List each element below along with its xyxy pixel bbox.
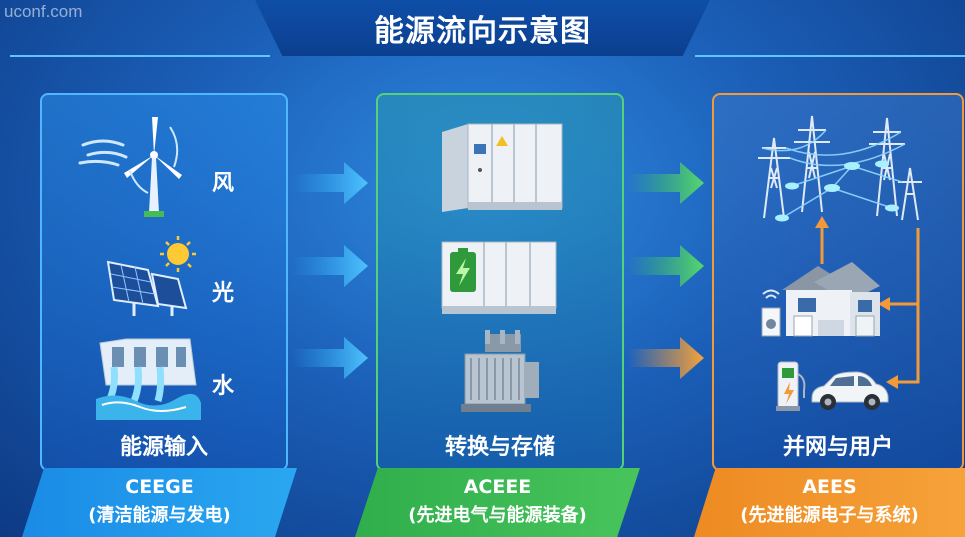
title-bar xyxy=(255,0,710,56)
arrow-water-to-storage xyxy=(292,337,368,379)
solar-panel-icon xyxy=(106,236,196,316)
footer-aceee: ACEEE (先进电气与能源装备) xyxy=(355,468,640,537)
switchgear-cabinet-icon xyxy=(442,123,563,212)
hydro-dam-icon xyxy=(96,338,201,420)
arrow-storage-to-grid-1 xyxy=(628,162,704,204)
footer-code: CEEGE xyxy=(125,476,194,498)
panel-title-energy-input: 能源输入 xyxy=(119,435,208,460)
ev-charger-icon xyxy=(776,361,806,411)
label-solar: 光 xyxy=(212,281,235,306)
arrow-wind-to-storage xyxy=(292,162,368,204)
transformer-icon xyxy=(461,330,539,412)
footer-ceege: CEEGE (清洁能源与发电) xyxy=(22,468,297,537)
page-title: 能源流向示意图 xyxy=(374,14,591,49)
battery-storage-icon xyxy=(441,241,557,314)
watermark: uconf.com xyxy=(4,2,83,21)
footer-code: ACEEE xyxy=(463,476,532,498)
arrow-storage-to-grid-2 xyxy=(628,245,704,287)
footer-subtitle: (先进电气与能源装备) xyxy=(408,505,587,526)
label-wind: 风 xyxy=(212,171,235,196)
footer-subtitle: (清洁能源与发电) xyxy=(88,505,231,526)
footer-aees: AEES (先进能源电子与系统) xyxy=(694,468,965,537)
label-water: 水 xyxy=(212,374,235,399)
house-icon xyxy=(761,262,880,337)
footer-subtitle: (先进能源电子与系统) xyxy=(740,505,919,526)
power-grid-icon xyxy=(758,115,922,222)
arrow-storage-to-grid-3 xyxy=(628,337,704,379)
title-line-left xyxy=(10,55,270,57)
power-flow-lines xyxy=(815,216,920,389)
panel-title-conversion-storage: 转换与存储 xyxy=(444,435,555,460)
wind-turbine-icon xyxy=(78,117,182,217)
arrow-solar-to-storage xyxy=(292,245,368,287)
electric-car-icon xyxy=(811,371,889,410)
panel-title-grid-users: 并网与用户 xyxy=(782,435,893,460)
title-line-right xyxy=(695,55,965,57)
footer-code: AEES xyxy=(802,476,857,498)
